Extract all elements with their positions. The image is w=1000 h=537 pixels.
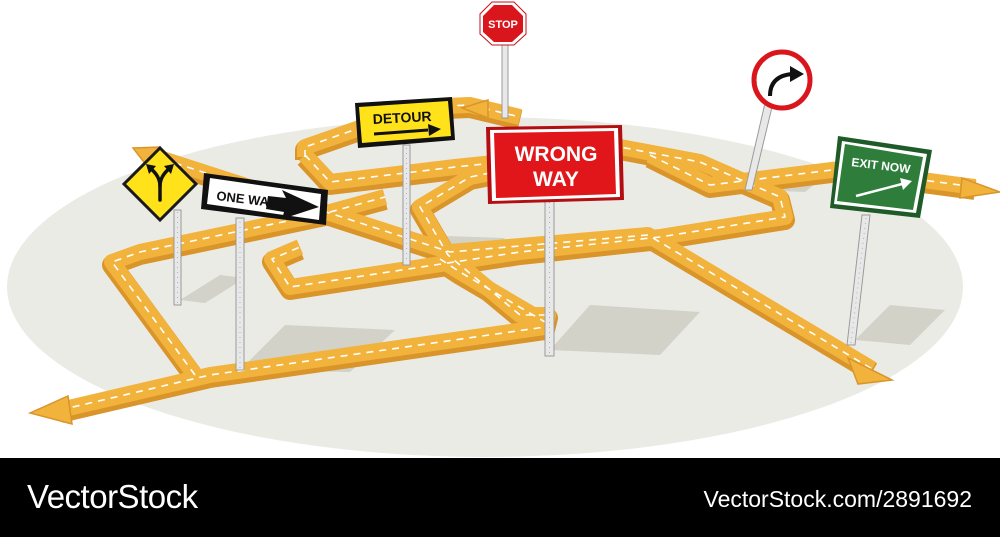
one-way-label: ONE WAY [216,188,278,210]
wrong-way-line1: WRONG [515,143,598,166]
image-id-text: VectorStock.com/2891692 [703,486,973,512]
detour-arrow-icon [373,124,441,136]
exit-now-sign: EXIT NOW [830,136,932,218]
stop-sign-icon [479,1,527,46]
stop-label: STOP [488,19,518,31]
wrong-way-line2: WAY [533,168,579,191]
stop-sign: STOP [479,1,527,46]
watermark-footer: VectorStock VectorStock.com/2891692 [0,458,1000,537]
detour-label: DETOUR [372,108,432,127]
road-maze-illustration: ONE WAY DETOUR STOP WRONG WAY [7,1,1000,457]
pole-holes [177,148,867,368]
fork-road-icon [146,164,174,202]
one-way-arrow-icon [266,190,319,219]
one-way-sign: ONE WAY [201,173,328,225]
brand-logo: VectorStock [27,478,198,515]
fork-road-sign [121,145,199,223]
wrong-way-sign: WRONG WAY [486,125,624,204]
road-arrowheads [27,98,1000,426]
turn-right-arrow-icon [768,66,804,97]
turn-right-sign [751,49,813,111]
detour-sign: DETOUR [355,97,455,148]
exit-arrow-icon [855,178,912,198]
